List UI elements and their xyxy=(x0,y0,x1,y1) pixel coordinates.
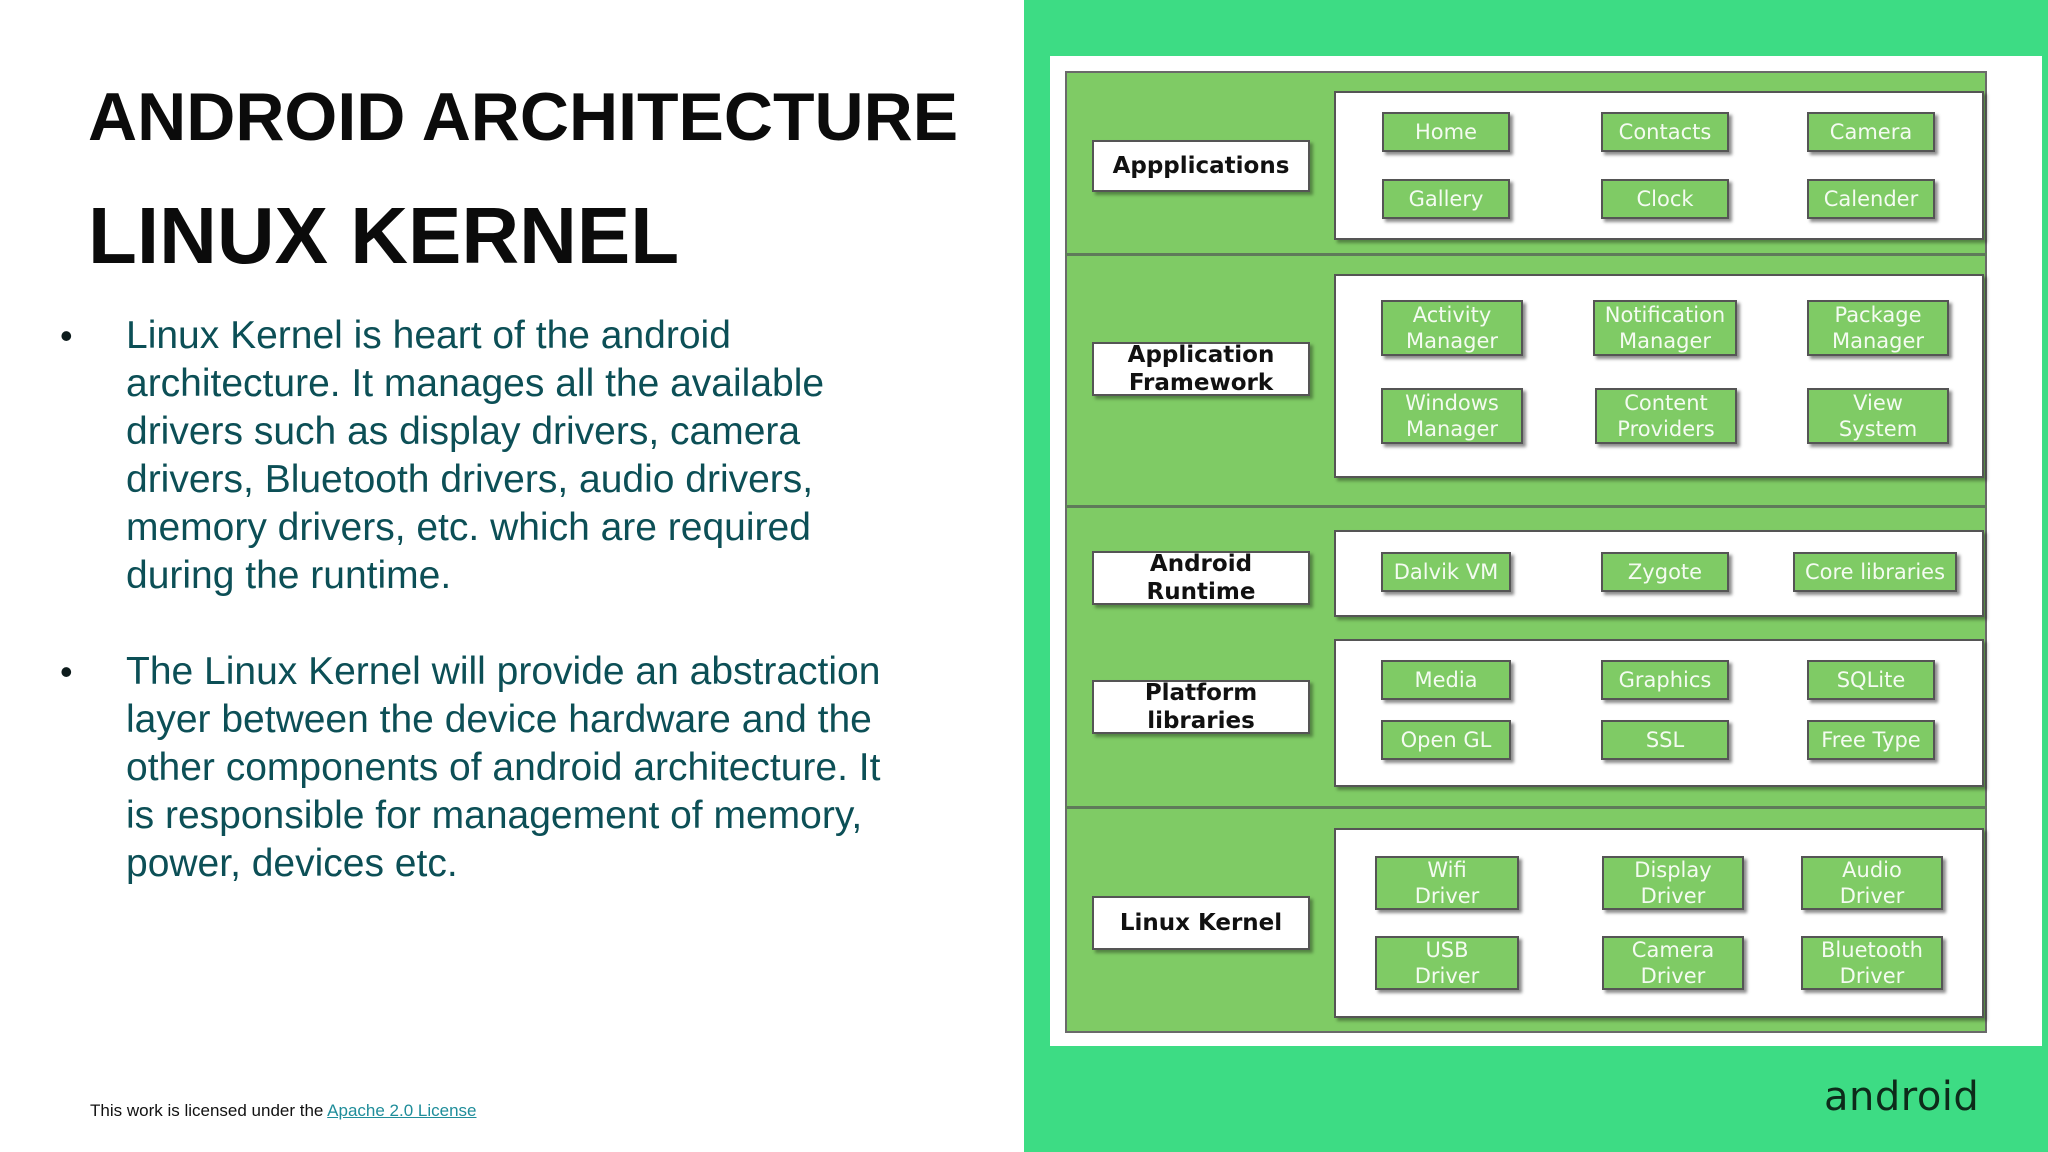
component-wifi-driver: Wifi Driver xyxy=(1375,856,1519,910)
bullet-text: Linux Kernel is heart of the android arc… xyxy=(126,314,825,597)
layer-label-applications: Appplications xyxy=(1092,140,1310,192)
android-logo: android xyxy=(1824,1074,1980,1120)
bullet-dot-icon: • xyxy=(60,651,73,692)
component-windows-manager: Windows Manager xyxy=(1381,388,1523,444)
component-audio-driver: Audio Driver xyxy=(1801,856,1943,910)
license-prefix: This work is licensed under the xyxy=(90,1101,328,1120)
layer-divider xyxy=(1065,806,1987,809)
component-usb-driver: USB Driver xyxy=(1375,936,1519,990)
slide-subtitle: LINUX KERNEL xyxy=(88,191,680,280)
license-link[interactable]: Apache 2.0 License xyxy=(327,1101,477,1120)
component-free-type: Free Type xyxy=(1807,720,1935,760)
bullet-text: The Linux Kernel will provide an abstrac… xyxy=(126,650,881,885)
component-ssl: SSL xyxy=(1601,720,1729,760)
component-camera-driver: Camera Driver xyxy=(1602,936,1744,990)
layer-label-linux-kernel: Linux Kernel xyxy=(1092,896,1310,950)
component-calender: Calender xyxy=(1807,179,1935,219)
component-core-libraries: Core libraries xyxy=(1793,552,1957,592)
component-camera: Camera xyxy=(1807,112,1935,152)
component-gallery: Gallery xyxy=(1382,179,1510,219)
component-home: Home xyxy=(1382,112,1510,152)
layer-label-android-runtime: Android Runtime xyxy=(1092,551,1310,605)
component-bluetooth-driver: Bluetooth Driver xyxy=(1801,936,1943,990)
layer-label-platform-libraries: Platform libraries xyxy=(1092,680,1310,734)
component-content-providers: Content Providers xyxy=(1595,388,1737,444)
component-view-system: View System xyxy=(1807,388,1949,444)
component-activity-manager: Activity Manager xyxy=(1381,300,1523,356)
component-dalvik-vm: Dalvik VM xyxy=(1381,552,1511,592)
layer-divider xyxy=(1065,505,1987,508)
component-open-gl: Open GL xyxy=(1381,720,1511,760)
slide-title: ANDROID ARCHITECTURE xyxy=(88,79,959,155)
component-zygote: Zygote xyxy=(1601,552,1729,592)
component-graphics: Graphics xyxy=(1601,660,1729,700)
component-contacts: Contacts xyxy=(1601,112,1729,152)
bullet-dot-icon: • xyxy=(60,315,73,356)
component-media: Media xyxy=(1381,660,1511,700)
component-sqlite: SQLite xyxy=(1807,660,1935,700)
layer-label-application-framework: Application Framework xyxy=(1092,342,1310,396)
component-display-driver: Display Driver xyxy=(1602,856,1744,910)
bullet-list: • Linux Kernel is heart of the android a… xyxy=(56,312,916,936)
bullet-item: • Linux Kernel is heart of the android a… xyxy=(56,312,916,600)
bullet-item: • The Linux Kernel will provide an abstr… xyxy=(56,648,916,888)
component-package-manager: Package Manager xyxy=(1807,300,1949,356)
component-clock: Clock xyxy=(1601,179,1729,219)
license-notice: This work is licensed under the Apache 2… xyxy=(90,1101,477,1121)
layer-divider xyxy=(1065,253,1987,256)
component-notification-manager: Notification Manager xyxy=(1593,300,1737,356)
